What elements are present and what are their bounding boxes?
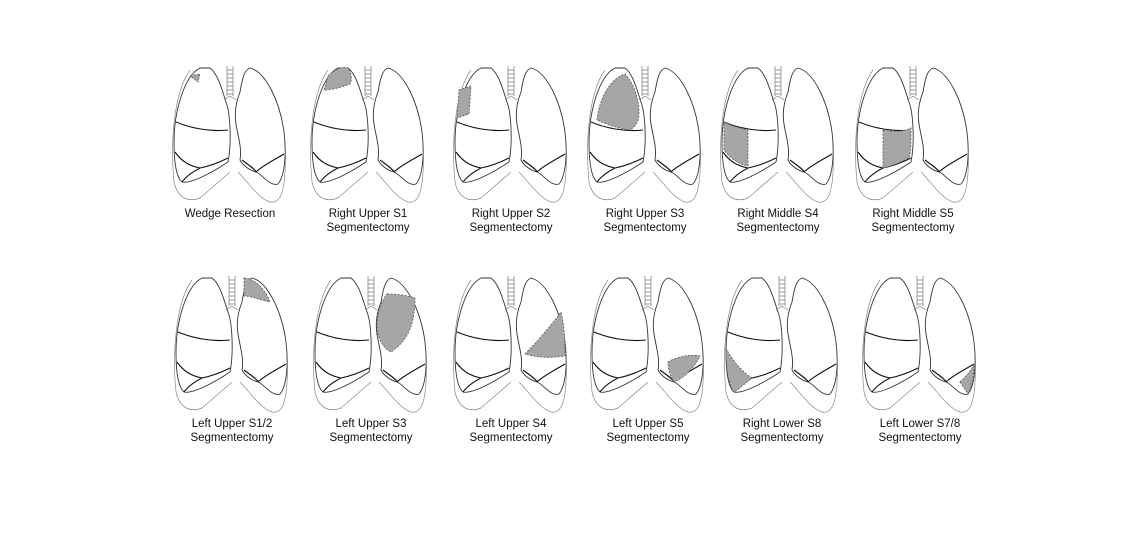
label-line1: Left Upper S4 — [475, 418, 547, 430]
panel-wedge-resection: Wedge Resection — [165, 62, 295, 252]
shaded-segment — [323, 66, 352, 91]
panel-left-upper-s4: Left Upper S4 Segmentectomy — [446, 272, 576, 462]
panel-right-middle-s5: Right Middle S5 Segmentectomy — [848, 62, 978, 252]
panel-label: Right Upper S1 Segmentectomy — [283, 207, 453, 235]
lung-diagram — [720, 65, 834, 203]
label-line1: Left Upper S3 — [335, 418, 407, 430]
panel-label: Right Middle S5 Segmentectomy — [828, 207, 998, 235]
label-line1: Right Lower S8 — [742, 418, 822, 430]
panel-label: Left Upper S1/2 Segmentectomy — [147, 417, 317, 445]
shaded-segment — [596, 73, 640, 131]
panel-label: Right Upper S3 Segmentectomy — [560, 207, 730, 235]
label-line1: Left Upper S1/2 — [191, 418, 273, 430]
lung-diagram — [855, 65, 969, 203]
shaded-segment — [524, 311, 566, 358]
panel-label: Right Upper S2 Segmentectomy — [426, 207, 596, 235]
shaded-segment — [959, 363, 975, 395]
label-line2: Segmentectomy — [871, 222, 955, 234]
lung-diagram — [310, 65, 424, 203]
lung-diagram — [590, 275, 704, 413]
label-line2: Segmentectomy — [190, 432, 274, 444]
label-line2: Segmentectomy — [878, 432, 962, 444]
lung-diagram — [724, 275, 838, 413]
label-line2: Segmentectomy — [740, 432, 824, 444]
lung-diagram — [174, 275, 288, 413]
panel-label: Left Upper S4 Segmentectomy — [426, 417, 596, 445]
label-line1: Right Upper S1 — [328, 208, 408, 220]
panel-right-upper-s2: Right Upper S2 Segmentectomy — [446, 62, 576, 252]
panel-label: Wedge Resection — [145, 207, 315, 221]
label-line2: Segmentectomy — [603, 222, 687, 234]
shaded-segment — [189, 73, 201, 83]
label-line2: Segmentectomy — [326, 222, 410, 234]
lung-diagram — [172, 65, 286, 203]
lung-diagram — [453, 65, 567, 203]
panel-label: Left Upper S3 Segmentectomy — [286, 417, 456, 445]
label-line2: Segmentectomy — [469, 432, 553, 444]
label-line1: Right Upper S2 — [471, 208, 551, 220]
panel-right-upper-s3: Right Upper S3 Segmentectomy — [580, 62, 710, 252]
lung-diagram — [313, 275, 427, 413]
panel-label: Right Lower S8 Segmentectomy — [697, 417, 867, 445]
shaded-segment — [243, 277, 271, 303]
label-line2: Segmentectomy — [736, 222, 820, 234]
label-line1: Left Upper S5 — [612, 418, 684, 430]
panel-left-upper-s1-2: Left Upper S1/2 Segmentectomy — [167, 272, 297, 462]
label-line1: Wedge Resection — [184, 208, 276, 220]
label-line1: Left Lower S7/8 — [879, 418, 961, 430]
panel-left-upper-s3: Left Upper S3 Segmentectomy — [306, 272, 436, 462]
panel-right-middle-s4: Right Middle S4 Segmentectomy — [713, 62, 843, 252]
lung-diagram — [453, 275, 567, 413]
shaded-segment — [376, 293, 416, 353]
panel-label: Left Lower S7/8 Segmentectomy — [835, 417, 1005, 445]
label-line1: Right Middle S4 — [737, 208, 819, 220]
shaded-segment — [725, 347, 753, 393]
shaded-segment — [667, 354, 701, 383]
shaded-segment — [456, 85, 472, 119]
label-line2: Segmentectomy — [606, 432, 690, 444]
panel-label: Right Middle S4 Segmentectomy — [693, 207, 863, 235]
panel-right-upper-s1: Right Upper S1 Segmentectomy — [303, 62, 433, 252]
lung-diagram — [587, 65, 701, 203]
shaded-segment — [723, 121, 749, 167]
panel-label: Left Upper S5 Segmentectomy — [563, 417, 733, 445]
label-line2: Segmentectomy — [469, 222, 553, 234]
label-line2: Segmentectomy — [329, 432, 413, 444]
lung-diagram — [862, 275, 976, 413]
panel-left-lower-s7-8: Left Lower S7/8 Segmentectomy — [855, 272, 985, 462]
shaded-segment — [882, 127, 912, 169]
label-line1: Right Middle S5 — [872, 208, 954, 220]
panel-right-lower-s8: Right Lower S8 Segmentectomy — [717, 272, 847, 462]
label-line1: Right Upper S3 — [605, 208, 685, 220]
panel-left-upper-s5: Left Upper S5 Segmentectomy — [583, 272, 713, 462]
